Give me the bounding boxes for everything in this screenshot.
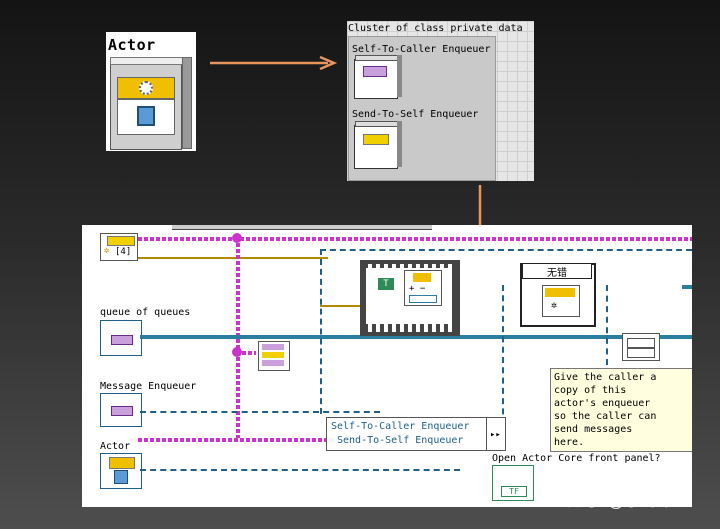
comment-line: copy of this [554, 385, 627, 396]
class-wire-vertical [236, 237, 240, 442]
gear-icon [117, 77, 175, 99]
queue-wire-right [682, 285, 692, 289]
queue-of-queues-label: queue of queues [100, 307, 191, 318]
comment-line: Give the caller a [554, 372, 657, 383]
index-value: [4] [115, 247, 132, 257]
true-constant[interactable]: T [378, 278, 394, 290]
actor-method-icon[interactable]: ✲ [542, 285, 580, 317]
cluster-field1-label: Self-To-Caller Enqueuer [352, 44, 491, 55]
chevron-right-icon: ▸▸ [490, 430, 501, 440]
actor-cube-icon [110, 57, 192, 150]
index-wire [138, 257, 328, 259]
build-array-node[interactable] [258, 341, 290, 371]
send-to-self-enqueuer-control[interactable] [354, 121, 402, 169]
enqueue-wire-vertical [606, 285, 608, 365]
create-node-icon[interactable]: + − [404, 270, 442, 306]
bundle-output: ▸▸ [486, 417, 506, 451]
case-selector[interactable]: 无错 [522, 263, 592, 279]
queue-of-queues-terminal[interactable] [100, 320, 142, 356]
bundle-self-to-caller[interactable]: Self-To-Caller Enqueuer [331, 421, 470, 432]
class-wire-bottom [138, 438, 478, 442]
bundle-by-name-node[interactable]: Self-To-Caller Enqueuer Send-To-Self Enq… [326, 417, 488, 451]
actor-class-title: Actor [108, 36, 156, 54]
tf-indicator: TF [501, 486, 527, 497]
comment-line: here. [554, 437, 585, 448]
enqueue-node[interactable] [622, 333, 660, 361]
comment-line: actor's enqueuer [554, 398, 651, 409]
self-to-caller-enqueuer-control[interactable] [354, 55, 402, 99]
enqueuer-wire-top [320, 249, 692, 251]
enqueuer-icon [363, 134, 389, 145]
arrow-right-icon [210, 55, 338, 71]
enqueuer-wire [140, 411, 380, 413]
star-icon: ✲ [104, 246, 110, 256]
actor-wire [140, 469, 460, 471]
case-structure[interactable]: 无错 ✲ [520, 263, 596, 327]
cluster-title: Cluster of class private data [348, 23, 523, 34]
actor-terminal-label: Actor [100, 441, 131, 452]
open-front-panel-label: Open Actor Core front panel? [492, 453, 661, 464]
case-wire-vertical [502, 285, 504, 435]
message-enqueuer-terminal[interactable] [100, 393, 142, 427]
bundle-send-to-self[interactable]: Send-To-Self Enqueuer [337, 435, 464, 446]
blue-cube-icon [114, 470, 128, 484]
watermark: 知乎 @李时珍 [568, 491, 676, 511]
open-front-panel-terminal[interactable]: TF [492, 465, 534, 501]
cluster-field2-label: Send-To-Self Enqueuer [352, 109, 479, 120]
blue-cube-icon [117, 99, 175, 135]
actor-class-icon[interactable]: Actor [106, 32, 196, 151]
class-private-data-panel: Cluster of class private data Self-To-Ca… [347, 21, 534, 181]
index-array-terminal[interactable]: [4] ✲ [100, 233, 138, 261]
actor-input-terminal[interactable] [100, 453, 142, 489]
class-wire-top [138, 237, 692, 241]
cluster-control[interactable]: Self-To-Caller Enqueuer Send-To-Self Enq… [348, 36, 496, 181]
queue-icon [363, 66, 387, 77]
message-enqueuer-label: Message Enqueuer [100, 381, 197, 392]
queue-wire [140, 335, 692, 339]
block-diagram: [4] ✲ queue of queues Message Enqueuer A… [82, 225, 692, 507]
comment-line: so the caller can [554, 411, 657, 422]
gear-icon [109, 457, 135, 469]
class-wire-branch [236, 351, 256, 355]
comment-note: Give the caller a copy of this actor's e… [550, 368, 692, 452]
enqueuer-wire-vertical [320, 249, 322, 414]
sequence-structure[interactable]: T + − [360, 260, 460, 336]
comment-line: send messages [554, 424, 633, 435]
